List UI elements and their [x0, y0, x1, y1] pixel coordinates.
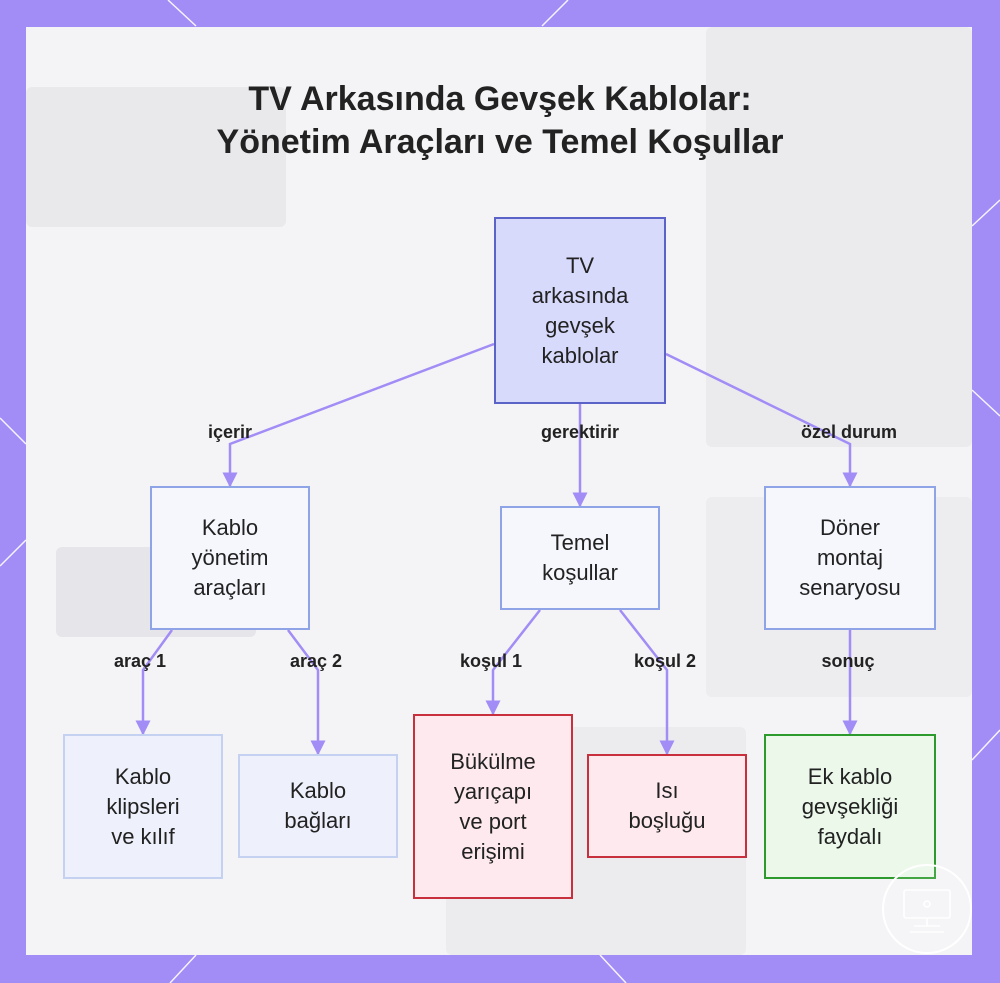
node-root-line: arkasında — [531, 282, 629, 308]
node-tools-line: yönetim — [191, 545, 269, 570]
edge-label-tool2: araç 2 — [289, 651, 343, 671]
node-ties-line: bağları — [284, 808, 352, 833]
node-slack-line: Ek kablo — [807, 763, 893, 789]
node-slack-line: gevşekliği — [801, 793, 899, 819]
node-conditions-line: koşullar — [542, 560, 618, 585]
node-root-line: gevşek — [545, 312, 615, 338]
node-conditions-line: Temel — [550, 530, 610, 555]
edge-label-includes: içerir — [207, 422, 253, 442]
node-root-line: kablolar — [541, 342, 619, 368]
node-bend-line: ve port — [459, 808, 527, 834]
node-tools-line: araçları — [193, 575, 267, 600]
node-bend-radius: Bükülme yarıçapı ve port erişimi — [413, 714, 573, 899]
edge-conditions-bend — [485, 609, 541, 716]
node-clips-line: Kablo — [114, 763, 172, 789]
title-line-2: Yönetim Araçları ve Temel Koşullar — [216, 123, 784, 161]
title-line-1: TV Arkasında Gevşek Kablolar: — [248, 80, 752, 118]
node-heat-line: Isı — [655, 778, 679, 803]
node-swivel-line: Döner — [820, 515, 880, 540]
node-bend-line: erişimi — [461, 838, 525, 864]
node-clips-line: ve kılıf — [111, 823, 175, 849]
node-bend-line: Bükülme — [450, 748, 536, 774]
node-root-line: TV — [565, 252, 595, 278]
edge-label-special-case: özel durum — [800, 422, 898, 442]
edge-tools-ties — [287, 629, 326, 756]
edge-label-requires: gerektirir — [540, 422, 620, 442]
edge-label-cond2: koşul 2 — [633, 651, 697, 671]
background-blur — [26, 87, 286, 227]
edge-label-tool1: araç 1 — [113, 651, 167, 671]
node-ties-line: Kablo — [289, 778, 347, 803]
edge-label-result: sonuç — [821, 651, 875, 671]
node-cable-ties: Kablo bağları — [238, 754, 398, 858]
node-extra-slack: Ek kablo gevşekliği faydalı — [764, 734, 936, 879]
node-heat-gap: Isı boşluğu — [587, 754, 747, 858]
node-cable-tools: Kablo yönetim araçları — [150, 486, 310, 630]
node-tools-line: Kablo — [201, 515, 259, 540]
background-blur — [706, 27, 972, 447]
diagram-title: TV Arkasında Gevşek Kablolar: Yönetim Ar… — [0, 78, 1000, 164]
edge-conditions-heat — [619, 609, 675, 756]
edge-root-tools — [222, 342, 495, 488]
node-root: TV arkasında gevşek kablolar — [494, 217, 666, 404]
edge-root-swivel — [665, 352, 858, 488]
node-swivel-line: senaryosu — [799, 575, 901, 600]
edge-label-cond1: koşul 1 — [459, 651, 523, 671]
node-basic-conditions: Temel koşullar — [500, 506, 660, 610]
node-cable-clips: Kablo klipsleri ve kılıf — [63, 734, 223, 879]
node-heat-line: boşluğu — [628, 808, 706, 833]
monitor-desk-icon — [882, 864, 972, 954]
node-swivel-mount: Döner montaj senaryosu — [764, 486, 936, 630]
edge-tools-clips — [135, 629, 174, 736]
node-clips-line: klipsleri — [106, 793, 180, 819]
node-swivel-line: montaj — [816, 545, 884, 570]
node-bend-line: yarıçapı — [453, 778, 533, 804]
node-slack-line: faydalı — [817, 823, 883, 849]
